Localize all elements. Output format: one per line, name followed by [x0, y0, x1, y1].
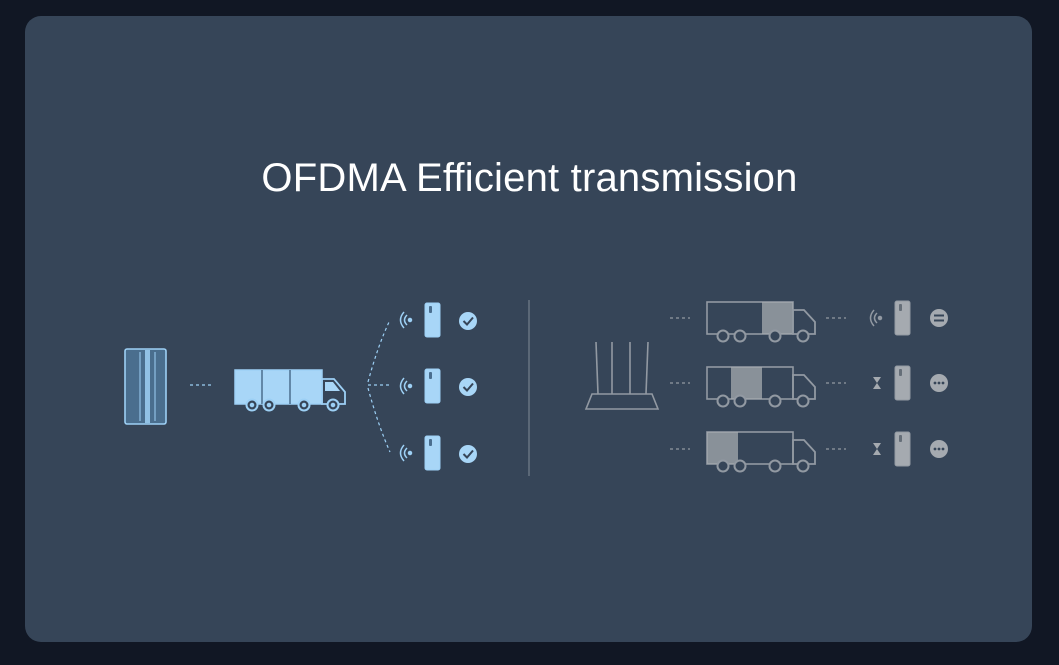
ofdma-side [124, 302, 477, 471]
delivery-truck-icon [706, 431, 816, 473]
legacy-side [584, 300, 948, 473]
router-tower-icon [124, 348, 167, 425]
fan-out-lines [367, 319, 391, 453]
smartphone-icon [424, 368, 441, 404]
legacy-row-3 [670, 431, 948, 473]
smartphone-icon [894, 431, 911, 467]
check-circle-icon [459, 312, 477, 330]
smartphone-icon [894, 300, 911, 336]
transfer-icon [930, 309, 948, 327]
wifi-signal-icon [869, 309, 883, 327]
smartphone-icon [894, 365, 911, 401]
wifi-signal-icon [399, 311, 413, 329]
smartphone-icon [424, 435, 441, 471]
delivery-truck-icon [706, 366, 816, 408]
wifi-signal-icon [399, 444, 413, 462]
page-title: OFDMA Efficient transmission [261, 156, 798, 200]
more-icon [930, 374, 948, 392]
hourglass-icon [873, 443, 881, 455]
check-circle-icon [459, 445, 477, 463]
check-circle-icon [459, 378, 477, 396]
device-row-1 [399, 302, 477, 338]
legacy-row-2 [670, 365, 948, 408]
legacy-row-1 [670, 300, 948, 343]
router-antennas-icon [584, 341, 660, 410]
device-row-2 [399, 368, 477, 404]
smartphone-icon [424, 302, 441, 338]
delivery-truck-icon [706, 301, 816, 343]
device-row-3 [399, 435, 477, 471]
delivery-truck-icon [234, 369, 346, 412]
wifi-signal-icon [399, 377, 413, 395]
hourglass-icon [873, 377, 881, 389]
more-icon [930, 440, 948, 458]
